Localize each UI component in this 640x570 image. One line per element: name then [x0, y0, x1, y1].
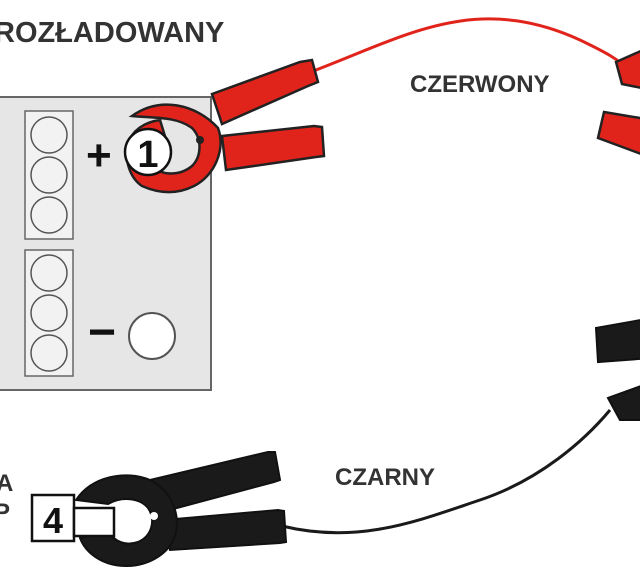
partial-label-bottom: P: [0, 499, 10, 526]
black-clamp-pivot: [150, 512, 158, 520]
cell-cap: [30, 196, 68, 234]
negative-sign: −: [88, 306, 116, 359]
black-clamp-left: [74, 451, 288, 568]
red-cable-wire: [299, 17, 630, 78]
cell-cap: [30, 334, 68, 372]
partial-label-top: A: [0, 470, 13, 497]
black-clamp-right-upper-jaw: [594, 319, 640, 364]
black-clamp-right-lower-jaw: [606, 385, 640, 421]
red-clamp-upper-jaw: [210, 58, 320, 126]
red-clamp-lower-jaw: [220, 124, 326, 172]
negative-terminal: [128, 312, 176, 360]
red-clamp-right-upper-jaw: [614, 49, 640, 89]
red-clamp-right-lower-jaw: [596, 110, 640, 155]
step-1-circle: [123, 127, 173, 177]
cell-cap: [30, 156, 68, 194]
red-clamp-pivot: [196, 136, 204, 144]
discharged-battery: + −: [0, 96, 212, 391]
black-clamp-jaw-loop: [74, 474, 178, 568]
cell-cap: [30, 294, 68, 332]
title-text: ROZŁADOWANY: [0, 17, 224, 49]
cell-cap: [30, 116, 68, 154]
step-4-badge: 4: [30, 493, 116, 543]
step-1-badge: 1: [123, 127, 173, 177]
red-clamp-right: [596, 49, 640, 155]
positive-sign: +: [86, 131, 112, 180]
red-cable-label: CZERWONY: [410, 71, 550, 98]
black-clamp-lower-jaw: [162, 508, 288, 552]
step-4-tab: [72, 506, 116, 538]
cell-cap: [30, 254, 68, 292]
black-cable-wire: [281, 409, 612, 535]
black-clamp-right: [594, 319, 640, 421]
step-4-number: 4: [43, 500, 63, 541]
step-1-number: 1: [137, 134, 158, 176]
black-cable-label: CZARNY: [335, 464, 435, 491]
